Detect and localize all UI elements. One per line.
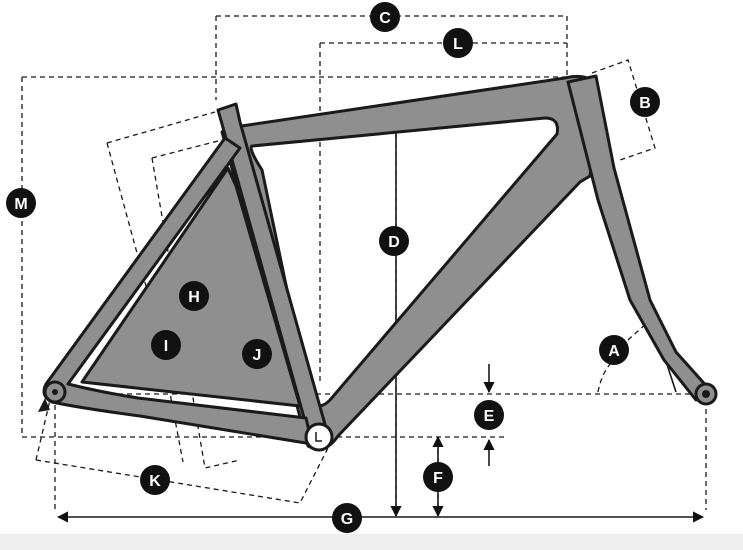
badge-l-text: L: [453, 36, 463, 53]
badge-g-text: G: [341, 511, 353, 528]
badge-h-text: H: [188, 289, 200, 306]
dim-h-line: [151, 139, 241, 469]
badge-i-circle: [151, 330, 181, 360]
badge-k: K: [140, 465, 170, 495]
badge-m: M: [6, 188, 36, 218]
badge-k-text: K: [149, 473, 161, 490]
rear-derailleur-hanger: [38, 398, 50, 412]
badge-c: C: [370, 2, 400, 32]
badge-l: L: [443, 28, 473, 58]
badge-h: H: [179, 281, 209, 311]
badge-b-text: B: [639, 95, 651, 112]
fork: [566, 74, 712, 402]
badge-m-circle: [6, 188, 36, 218]
badge-f-text: F: [433, 470, 443, 487]
badge-i-text: I: [164, 338, 168, 355]
badge-e-text: E: [484, 408, 495, 425]
bike-frame: [38, 74, 718, 452]
badge-b: B: [630, 87, 660, 117]
badge-i: I: [151, 330, 181, 360]
front-axle-hub: [702, 390, 710, 398]
badge-k-circle: [140, 465, 170, 495]
badge-a: A: [599, 335, 629, 365]
badge-d-circle: [379, 226, 409, 256]
badge-j-text: J: [253, 347, 262, 364]
badge-j: J: [242, 339, 272, 369]
badge-d-text: D: [388, 234, 400, 251]
badge-h-circle: [179, 281, 209, 311]
badge-m-text: M: [14, 196, 27, 213]
badge-f: F: [423, 462, 453, 492]
badge-f-circle: [423, 462, 453, 492]
badge-j-circle: [242, 339, 272, 369]
badge-g: G: [332, 503, 362, 533]
badge-e: E: [474, 400, 504, 430]
footer-strip: [0, 534, 743, 550]
badge-a-circle: [599, 335, 629, 365]
badge-c-text: C: [379, 10, 391, 27]
badge-g-circle: [332, 503, 362, 533]
rear-axle-hub: [52, 389, 58, 395]
bottom-bracket-mark: [315, 432, 322, 442]
badge-b-circle: [630, 87, 660, 117]
dim-k-line: [35, 399, 333, 504]
dim-m-line: [21, 76, 570, 438]
dim-g-verticals: [54, 396, 707, 510]
badge-d: D: [379, 226, 409, 256]
badge-c-circle: [370, 2, 400, 32]
badge-a-text: A: [608, 343, 620, 360]
bottom-bracket: [304, 422, 334, 452]
dim-l-line: [319, 42, 567, 385]
dimension-lines: [21, 15, 707, 510]
badge-l-circle: [443, 28, 473, 58]
badge-e-circle: [474, 400, 504, 430]
